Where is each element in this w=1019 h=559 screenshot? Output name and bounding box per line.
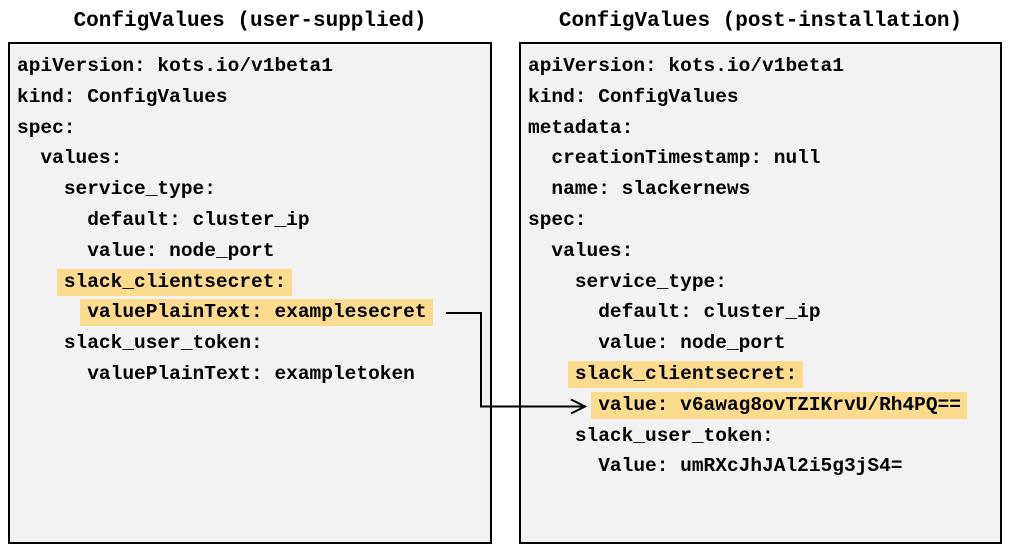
code-text: slack_user_token: [63,332,263,355]
code-text: apiVersion: kots.io/v1beta1 [17,55,333,77]
code-line: service_type: [17,174,490,205]
highlighted-code-text: value: v6awag8ovTZIKrvU/Rh4PQ== [591,391,967,419]
left-panel-user-supplied: apiVersion: kots.io/v1beta1 kind: ConfigV… [8,42,492,544]
code-line: spec: [528,205,1000,236]
code-line: value: node_port [528,328,1000,359]
code-indent [17,240,87,262]
highlighted-code-text: slack_clientsecret: [56,268,293,296]
code-indent [528,240,551,262]
left-panel-code: apiVersion: kots.io/v1beta1 kind: ConfigV… [10,44,490,390]
code-text: metadata: [528,116,634,139]
code-line: valuePlainText: examplesecret [17,297,490,328]
code-line: slack_user_token: [17,328,490,359]
code-text: kind: ConfigValues [17,85,228,108]
code-line: apiVersion: kots.io/v1beta1 [528,51,1000,82]
code-indent [528,455,598,477]
code-indent [17,147,40,169]
code-line: valuePlainText: exampletoken [17,359,490,390]
code-text: Value: umRXcJhJAl2i5g3jS4= [598,455,903,478]
code-line: apiVersion: kots.io/v1beta1 [17,51,490,82]
right-panel-post-installation: apiVersion: kots.io/v1beta1 kind: ConfigV… [519,42,1002,544]
code-text: values: [551,239,634,262]
code-line: value: node_port [17,236,490,267]
code-indent [528,271,575,293]
code-indent [528,178,551,200]
code-line: slack_user_token: [528,421,1000,452]
code-line: kind: ConfigValues [17,82,490,113]
code-indent [17,332,64,354]
code-indent [528,301,598,323]
code-line: slack_clientsecret: [17,267,490,298]
code-line: Value: umRXcJhJAl2i5g3jS4= [528,451,1000,482]
code-text: slack_user_token: [574,424,774,447]
code-text: apiVersion: kots.io/v1beta1 [528,55,844,77]
code-indent [17,363,87,385]
code-line: spec: [17,113,490,144]
code-line: default: cluster_ip [17,205,490,236]
code-indent [528,147,551,169]
code-indent [528,425,575,447]
highlighted-code-text: valuePlainText: examplesecret [80,299,433,327]
code-indent [528,332,598,354]
code-line: values: [528,236,1000,267]
code-line: kind: ConfigValues [528,82,1000,113]
code-text: default: cluster_ip [87,208,310,231]
code-line: name: slackernews [528,174,1000,205]
code-line: creationTimestamp: null [528,143,1000,174]
highlighted-code-text: slack_clientsecret: [567,360,804,388]
code-text: spec: [17,116,76,139]
right-panel-code: apiVersion: kots.io/v1beta1 kind: ConfigV… [521,44,1000,482]
left-panel-title: ConfigValues (user-supplied) [73,10,427,33]
code-text: value: node_port [87,239,275,262]
code-line: values: [17,143,490,174]
code-line: service_type: [528,267,1000,298]
code-text: value: node_port [598,332,786,355]
code-text: spec: [528,208,587,231]
code-text: default: cluster_ip [598,301,821,324]
code-indent [17,209,87,231]
code-text: valuePlainText: exampletoken [87,362,415,385]
code-text: values: [40,147,123,170]
code-indent [17,301,87,323]
code-line: default: cluster_ip [528,297,1000,328]
code-indent [17,178,64,200]
code-line: slack_clientsecret: [528,359,1000,390]
code-indent [528,394,598,416]
code-text: creationTimestamp: null [551,147,821,170]
code-text: service_type: [574,270,727,293]
code-text: name: slackernews [551,178,751,201]
code-line: metadata: [528,113,1000,144]
right-panel-title: ConfigValues (post-installation) [558,10,963,33]
code-text: kind: ConfigValues [528,85,739,108]
code-text: service_type: [63,178,216,201]
code-line: value: v6awag8ovTZIKrvU/Rh4PQ== [528,390,1000,421]
